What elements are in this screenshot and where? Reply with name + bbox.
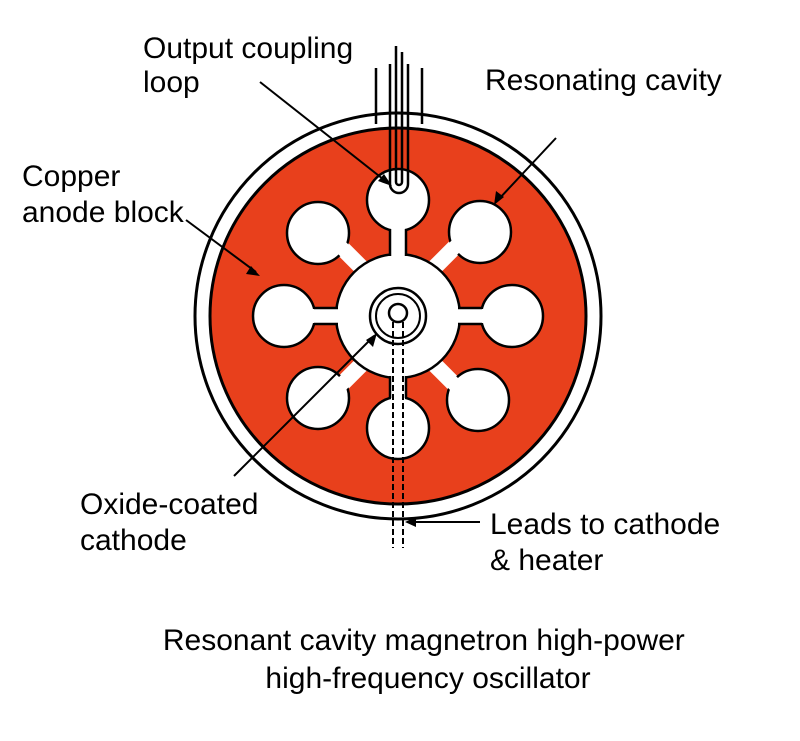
cavity-bottom-left: [285, 365, 351, 431]
diagram-caption: Resonant cavity magnetron high-power hig…: [163, 624, 693, 695]
caption-line1: Resonant cavity magnetron high-power: [163, 624, 685, 657]
anode-block-label: Copper anode block: [22, 160, 185, 229]
cavity-left: [251, 283, 317, 349]
cavity-right: [479, 283, 545, 349]
anode-block-label-line2: anode block: [22, 196, 185, 229]
resonating-cavity-label: Resonating cavity: [485, 64, 722, 97]
leads-label-line2: & heater: [490, 544, 603, 577]
output-coupling-loop: [374, 46, 424, 195]
cathode-leads: [392, 322, 404, 548]
cavity-top-right: [447, 199, 513, 265]
cathode: [368, 286, 428, 346]
output-loop-label-line1: Output coupling: [143, 32, 353, 65]
cavity-bottom: [365, 395, 431, 461]
leader-lines: [185, 81, 557, 523]
interaction-space: [334, 252, 462, 380]
output-loop-label: Output coupling loop: [143, 32, 362, 99]
leads-label: Leads to cathode & heater: [490, 508, 729, 577]
anode-block-label-line1: Copper: [22, 160, 120, 193]
cavity-top: [365, 167, 431, 233]
cathode-label-line1: Oxide-coated: [80, 488, 258, 521]
output-loop-label-line2: loop: [143, 66, 200, 99]
leads-label-line1: Leads to cathode: [490, 508, 720, 541]
cathode-label: Oxide-coated cathode: [80, 488, 267, 557]
anode-cutouts: [251, 167, 545, 461]
caption-line2: high-frequency oscillator: [265, 662, 590, 695]
leader-arrowheads: [246, 174, 504, 527]
copper-anode-block: [208, 126, 588, 506]
cathode-label-line2: cathode: [80, 524, 187, 557]
resonating-cavity-label-line1: Resonating cavity: [485, 64, 722, 97]
